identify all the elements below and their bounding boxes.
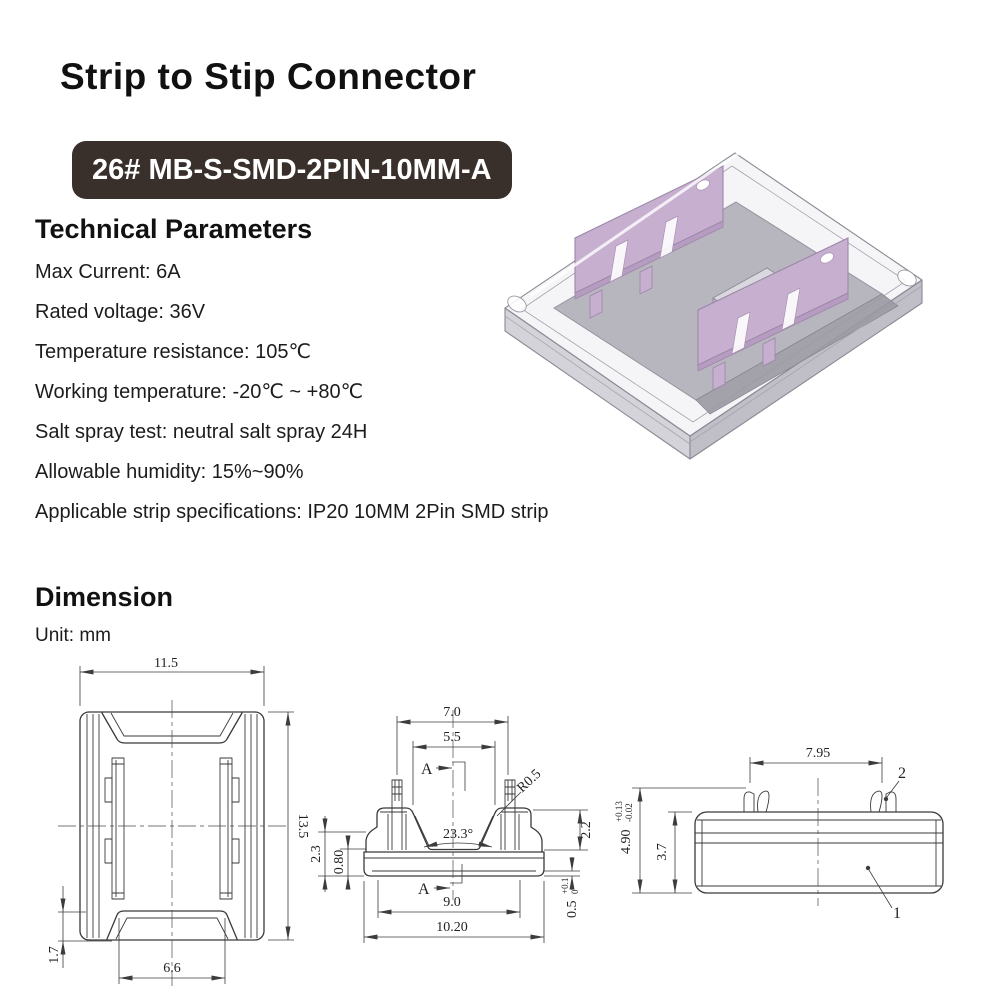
tech-item-max-current: Max Current: 6A xyxy=(35,261,181,283)
top-view-drawing: 11.5 13.5 6.6 1.7 xyxy=(47,656,310,986)
page-title: Strip to Stip Connector xyxy=(60,56,477,97)
render-right-wing-notch xyxy=(897,269,917,287)
part-leader-dot-clip xyxy=(883,796,889,802)
part-label-clip: 2 xyxy=(898,765,906,782)
front-view-drawing: 7.0 5.5 A A R0.5 23.3° 2.3 xyxy=(309,705,594,943)
tech-item-temp-resistance: Temperature resistance: 105℃ xyxy=(35,341,311,363)
unit-label: Unit: mm xyxy=(35,625,111,646)
dim-side-height-tol-plus: +0.13 xyxy=(614,801,624,822)
dim-front-base-lip: 0.5 xyxy=(565,901,580,919)
dim-top-opening-width: 6.6 xyxy=(163,961,181,976)
dim-front-opening-top: 5.5 xyxy=(443,730,461,745)
dimension-heading: Dimension xyxy=(35,582,174,612)
dim-side-body-height: 3.7 xyxy=(655,843,670,861)
dim-front-left-outer: 2.3 xyxy=(309,845,324,863)
render-contact-blade-front xyxy=(697,237,849,391)
tech-item-salt-spray: Salt spray test: neutral salt spray 24H xyxy=(35,421,368,443)
section-label-a-bottom: A xyxy=(418,881,430,898)
dim-front-overall-width: 10.20 xyxy=(436,920,468,935)
dim-top-overall-width: 11.5 xyxy=(154,656,178,671)
dim-front-radius: R0.5 xyxy=(514,767,544,796)
dim-front-slot-width: 9.0 xyxy=(443,895,461,910)
dim-side-clip-span: 7.95 xyxy=(806,746,831,761)
dim-top-flange-height: 1.7 xyxy=(47,946,62,964)
render-rim-highlight xyxy=(529,152,739,298)
model-number-badge: 26# MB-S-SMD-2PIN-10MM-A xyxy=(72,141,512,199)
tech-item-working-temp: Working temperature: -20℃ ~ +80℃ xyxy=(35,381,364,403)
tech-item-rated-voltage: Rated voltage: 36V xyxy=(35,301,206,323)
dim-top-overall-length: 13.5 xyxy=(295,814,310,839)
dim-front-base-lip-tol-minus: 0 xyxy=(570,889,580,894)
section-label-a-top: A xyxy=(421,761,433,778)
technical-parameters-heading: Technical Parameters xyxy=(35,214,313,244)
dim-front-pin-span: 7.0 xyxy=(443,705,461,720)
side-view-drawing: 7.95 2 4.90 +0.13 -0.02 3.7 1 xyxy=(614,746,944,922)
tech-item-humidity: Allowable humidity: 15%~90% xyxy=(35,461,304,483)
dim-front-angle: 23.3° xyxy=(443,827,473,842)
dim-front-left-inner: 0.80 xyxy=(332,850,347,875)
product-3d-render xyxy=(504,152,923,460)
technical-parameters-list: Max Current: 6A Rated voltage: 36V Tempe… xyxy=(35,252,675,532)
render-contact-blade-rear xyxy=(574,165,724,319)
render-left-wing-notch xyxy=(507,295,527,313)
render-floor-front-wall xyxy=(695,293,899,415)
part-leader-dot-body xyxy=(865,865,871,871)
dim-side-overall-height: 4.90 xyxy=(619,830,634,855)
part-label-body: 1 xyxy=(893,905,901,922)
dim-front-shoulder-height: 2.2 xyxy=(579,821,594,839)
tech-item-strip-specs: Applicable strip specifications: IP20 10… xyxy=(35,501,549,523)
dimension-drawings: 11.5 13.5 6.6 1.7 xyxy=(47,656,944,986)
dim-front-base-lip-tol-plus: +0.1 xyxy=(560,878,570,894)
dim-side-height-tol-minus: -0.02 xyxy=(624,803,634,822)
render-edge-lines xyxy=(504,285,923,445)
